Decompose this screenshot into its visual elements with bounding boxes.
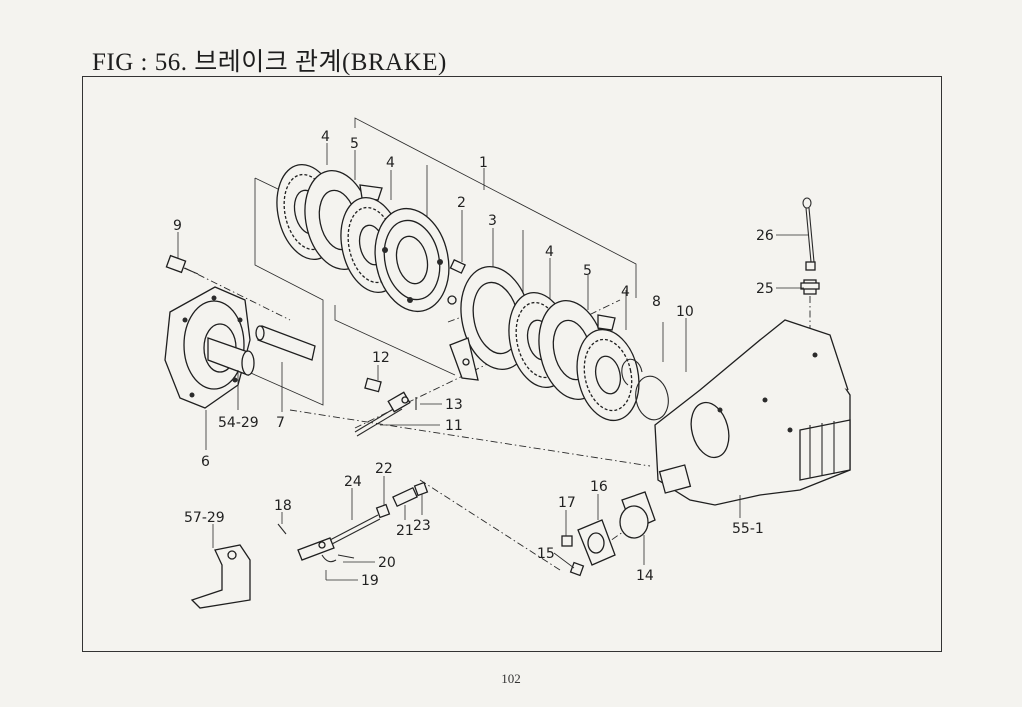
callout-57-29: 57-29 [184,510,225,526]
pedal-link [297,537,337,563]
callout-13: 13 [445,397,463,413]
friction-disc-4d [576,328,640,422]
bolt-9 [165,254,199,275]
snap-ring-10 [635,375,669,421]
diaphragm-14 [619,491,656,539]
snap-ring-8 [621,358,643,386]
callout-7: 7 [276,415,285,431]
page-number: 102 [501,671,521,686]
callout-14: 14 [636,568,654,584]
turnbuckle-21 [392,486,418,508]
callout-11: 11 [445,418,463,434]
callout-21: 21 [396,523,414,539]
callout-55-1: 55-1 [732,521,764,537]
diagram-frame [82,76,942,652]
callout-1: 1 [479,155,488,171]
callout-19: 19 [361,573,379,589]
callout-20: 20 [378,555,396,571]
callout-6: 6 [201,454,210,470]
bolt-18 [277,523,287,535]
actuator-plate [374,207,450,313]
callout-5a: 5 [350,136,359,152]
callout-22: 22 [375,461,393,477]
callout-24: 24 [344,474,362,490]
callout-4a: 4 [321,129,330,145]
callout-17: 17 [558,495,576,511]
bracket-lines [243,117,687,406]
callout-16: 16 [590,479,608,495]
plug-25 [800,279,820,295]
callout-26: 26 [756,228,774,244]
callout-23: 23 [413,518,431,534]
callout-12: 12 [372,350,390,366]
transmission-case [654,319,851,506]
brake-rod-11 [354,391,411,437]
callout-25: 25 [756,281,774,297]
shaft-54-29 [207,337,255,376]
bolt-2 [447,258,466,305]
callout-4d: 4 [621,284,630,300]
callout-3: 3 [488,213,497,229]
callout-8: 8 [652,294,661,310]
gasket-16 [577,519,616,566]
pin-7 [255,325,316,361]
callout-54-29: 54-29 [218,415,259,431]
callout-2: 2 [457,195,466,211]
callout-10: 10 [676,304,694,320]
nut-23 [413,481,429,497]
callout-15: 15 [537,546,555,562]
bolt-15 [569,561,585,577]
brake-pedal-57-29 [190,544,251,609]
bolt-17 [561,535,573,547]
pin-20 [337,554,355,559]
callout-5b: 5 [583,263,592,279]
rod-24 [329,514,381,545]
dipstick-26 [802,197,816,271]
callout-4c: 4 [545,244,554,260]
callout-4b: 4 [386,155,395,171]
nut-22 [375,503,391,519]
callout-labels: 1 2 3 4 4 4 4 5 5 6 7 8 9 10 11 12 13 14… [173,129,774,589]
figure-title: FIG : 56. 브레이크 관계(BRAKE) [92,49,447,76]
callout-leaders [177,232,808,581]
callout-18: 18 [274,498,292,514]
bolt-12 [364,377,382,393]
callout-9: 9 [173,218,182,234]
